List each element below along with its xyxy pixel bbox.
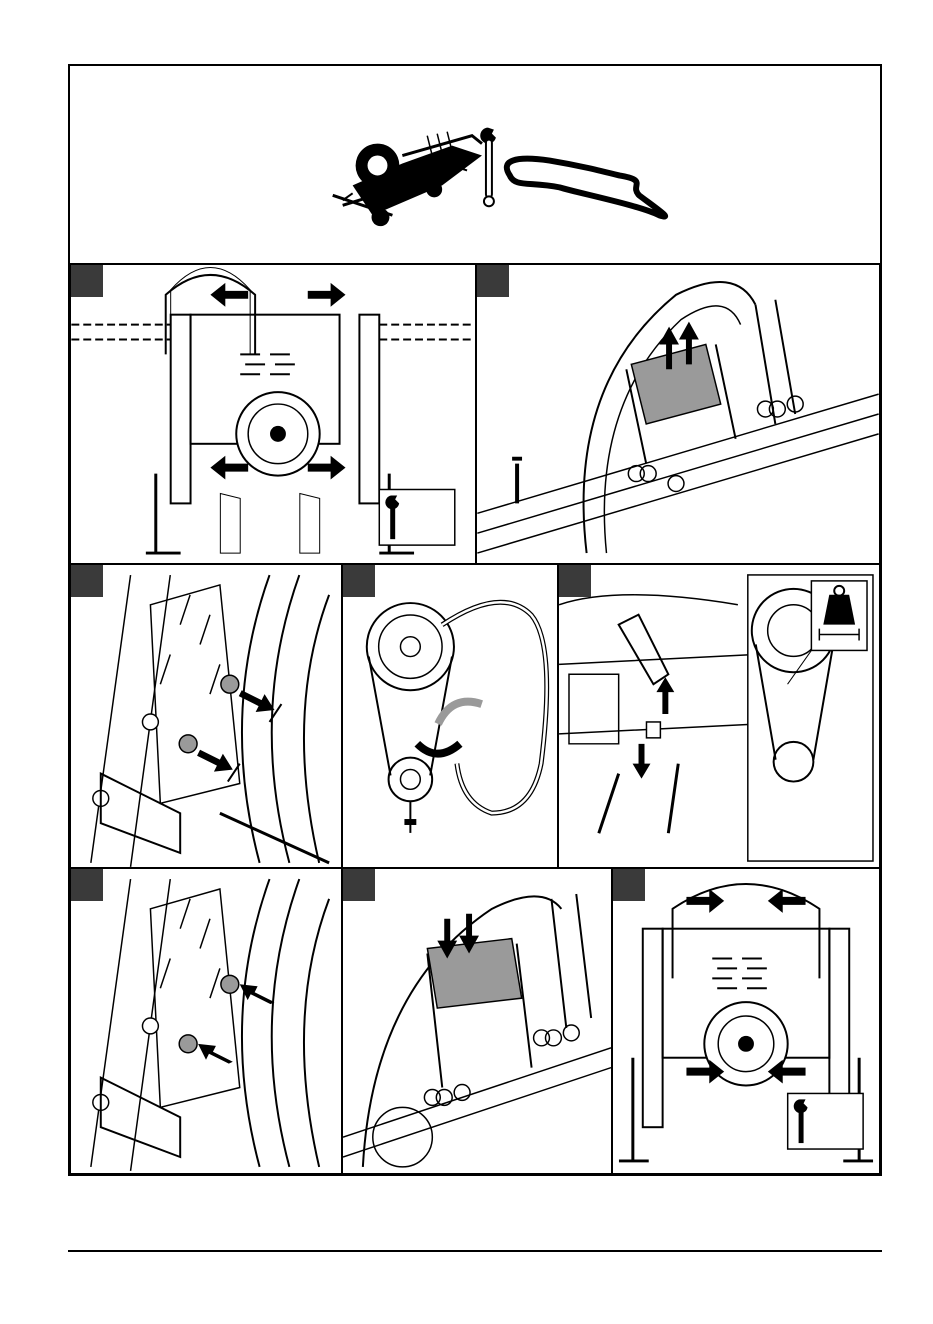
header-tools-panel bbox=[70, 66, 880, 264]
instruction-sheet bbox=[68, 64, 882, 1176]
belt-tension-icon bbox=[559, 565, 879, 867]
belt-guard-icon bbox=[343, 869, 611, 1173]
belt-guard-icon bbox=[477, 265, 879, 563]
step-5-panel bbox=[558, 564, 880, 868]
step-6-tag bbox=[71, 869, 103, 901]
machine-icon bbox=[333, 132, 482, 227]
step-4-panel bbox=[342, 564, 558, 868]
step-8-tag bbox=[613, 869, 645, 901]
weight-icon bbox=[811, 581, 867, 651]
step-6-panel bbox=[70, 868, 342, 1174]
wrench-icon bbox=[788, 1093, 863, 1149]
frame-front-icon bbox=[613, 869, 879, 1173]
step-7-panel bbox=[342, 868, 612, 1174]
pulley-bolts-icon bbox=[71, 565, 341, 867]
step-2-tag bbox=[477, 265, 509, 297]
step-8-panel bbox=[612, 868, 880, 1174]
step-4-tag bbox=[343, 565, 375, 597]
step-2-panel bbox=[476, 264, 880, 564]
belt-route-icon bbox=[343, 565, 557, 867]
step-1-panel bbox=[70, 264, 476, 564]
wrench-icon bbox=[379, 489, 454, 545]
pulley-bolts-icon bbox=[71, 869, 341, 1173]
step-3-panel bbox=[70, 564, 342, 868]
step-5-tag bbox=[559, 565, 591, 597]
arrow-loosen-icon bbox=[197, 690, 274, 771]
wrench-icon bbox=[480, 128, 496, 207]
frame-front-icon bbox=[71, 265, 475, 563]
step-1-tag bbox=[71, 265, 103, 297]
step-3-tag bbox=[71, 565, 103, 597]
footer-rule bbox=[68, 1250, 882, 1252]
drive-belt-icon bbox=[507, 159, 665, 217]
arrow-rotate-icon bbox=[417, 702, 481, 754]
step-7-tag bbox=[343, 869, 375, 901]
